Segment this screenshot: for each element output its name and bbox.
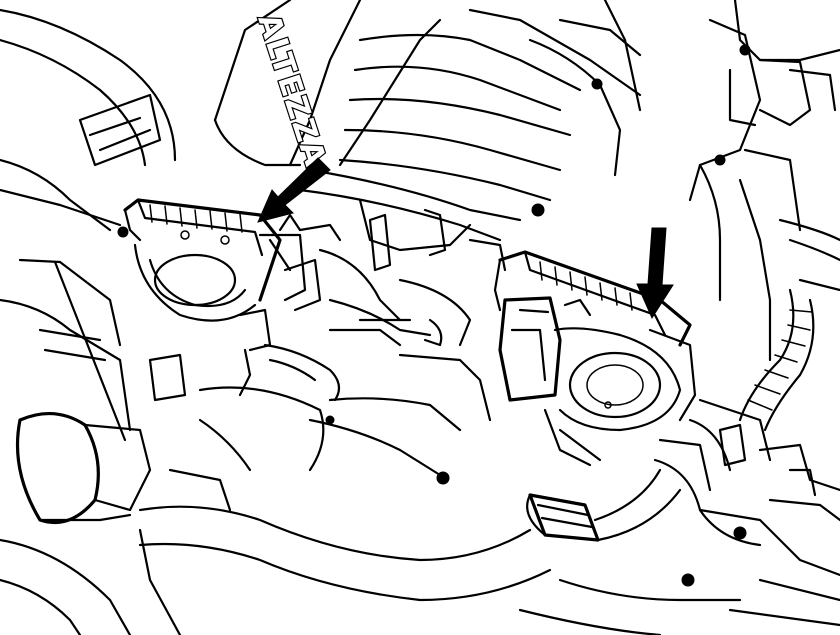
left-throttle-body <box>117 198 342 402</box>
intake-pipe <box>0 386 552 635</box>
hose-clamp <box>526 468 682 542</box>
right-throttle-body <box>493 250 697 467</box>
right-hoses <box>653 218 840 587</box>
left-structure <box>0 8 187 442</box>
arrow-left-pointer <box>257 157 331 223</box>
right-upper-structure <box>688 0 840 362</box>
engine-cover <box>213 0 642 242</box>
lower-hose <box>518 578 840 635</box>
center-manifold <box>308 198 507 485</box>
arrow-right-pointer <box>636 227 674 320</box>
